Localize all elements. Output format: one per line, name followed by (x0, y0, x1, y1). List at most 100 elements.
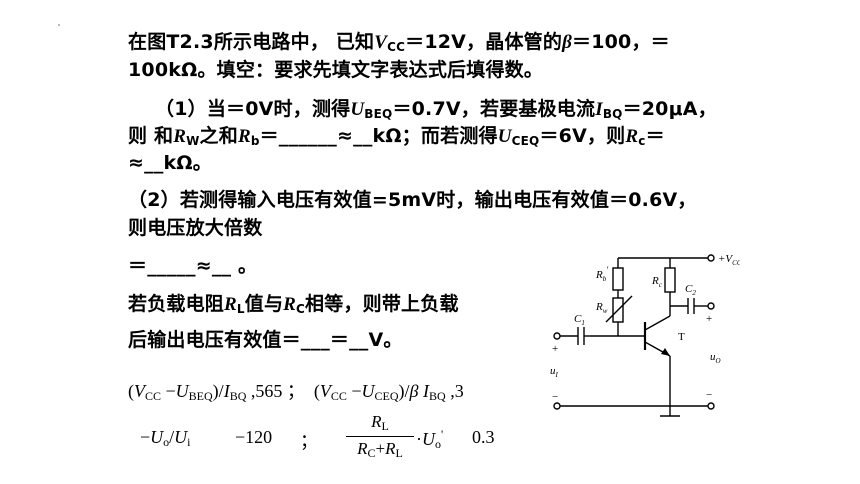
sym: / (169, 427, 175, 447)
text: 之和 (199, 125, 238, 147)
text: 若负载电阻 (128, 293, 225, 315)
transistor-collector (644, 315, 671, 331)
var-u: U (174, 427, 188, 447)
input-terminal-top (553, 332, 561, 340)
sub: BEQ (188, 389, 213, 403)
output-minus: − (706, 389, 712, 401)
label: +V (718, 253, 733, 265)
var-beta: β (409, 381, 419, 401)
output-terminal-bottom (707, 402, 715, 410)
value: ,3 (445, 381, 464, 401)
sym: ( (128, 381, 134, 401)
intro-line-1: 在图T2.3所示电路中， 已知VCC＝12V，晶体管的β＝100，＝ (128, 27, 670, 54)
var-r: R (385, 439, 396, 458)
q2-line-1: （2）若测得输入电压有效值=5mV时，输出电压有效值＝0.6V， (128, 189, 697, 211)
var-i: I (423, 381, 430, 401)
fraction-bar (346, 436, 414, 437)
q2-line-4: 若负载电阻RL值与RC相等，则带上负载 (128, 289, 459, 316)
label: u (710, 351, 716, 363)
label: C (574, 313, 582, 325)
sub: CC (330, 389, 347, 403)
sub: b (603, 275, 607, 283)
sym: ) (212, 381, 219, 401)
sym: − (346, 381, 362, 401)
label: R (595, 301, 603, 313)
answer-gain-value: −120 (235, 427, 273, 447)
q2-line-3: ＝_____≈__ 。 (128, 255, 258, 277)
var-r: R (173, 126, 187, 147)
uo-label: uO (710, 351, 721, 365)
text: ＝12V，晶体管的 (405, 31, 563, 53)
value: ,565 ； (246, 381, 305, 401)
sub: I (555, 371, 559, 379)
sub: CEQ (511, 134, 540, 148)
answer-output-value: 0.3 (472, 427, 495, 447)
sub: CC (732, 259, 740, 267)
sub: o (163, 435, 170, 449)
answer-separator: ； (300, 431, 318, 451)
rb-prime-label: Rb′ (595, 265, 609, 283)
answer-line-1: (VCC −UBEQ)/IBQ ,565 ； (VCC −UCEQ)/β IBQ… (128, 377, 464, 404)
sym: − (161, 381, 176, 401)
sym: · (416, 429, 422, 449)
q1-line-3: ≈__kΩ。 (128, 152, 212, 174)
var-v: V (319, 381, 331, 401)
fraction-numerator: RL (346, 412, 414, 434)
sub: o (435, 437, 441, 451)
prime: ' (441, 427, 444, 441)
rb-prime-resistor (612, 267, 624, 291)
sub: w (603, 307, 608, 315)
rc-resistor (664, 267, 676, 293)
sub: CEQ (374, 389, 399, 403)
label: u (550, 365, 556, 377)
var-r: R (224, 294, 237, 315)
var-u: U (350, 99, 365, 120)
rc-label: Rc (651, 275, 663, 289)
var-u: U (150, 427, 164, 447)
ui-label: uI (550, 365, 559, 379)
stray-dot (58, 24, 60, 26)
sub: b (250, 134, 260, 148)
rw-arrow (605, 295, 633, 323)
text: ＝0.7V，若要基极电流 (392, 98, 596, 120)
text: 则 和 (128, 125, 174, 147)
sub: W (186, 134, 200, 148)
sub: c (659, 281, 663, 289)
sym: − (140, 427, 151, 447)
c1-label: C1 (574, 313, 585, 327)
text: ＝______≈__kΩ；而若测得 (259, 125, 498, 147)
label: C (685, 283, 693, 295)
text: ＝100，＝ (572, 31, 670, 53)
sub: i (187, 435, 191, 449)
sub: O (716, 357, 721, 365)
sub: L (381, 419, 389, 433)
q1-line-1: （1）当＝0V时，测得UBEQ＝0.7V，若要基极电流IBQ＝20μA， (155, 94, 717, 121)
var-i: I (223, 381, 230, 401)
var-r: R (625, 126, 639, 147)
text: 在图T2.3所示电路中， 已知 (128, 31, 375, 53)
text: ＝ (645, 125, 665, 147)
load-fraction: RL RC+RL (346, 412, 414, 461)
sym: / (404, 381, 410, 401)
answer-line-2: −Uo/Ui (140, 427, 191, 450)
sub: BQ (602, 107, 623, 121)
sub: CC (145, 389, 162, 403)
var-u: U (497, 126, 512, 147)
vcc-terminal (707, 254, 715, 262)
vcc-label: +VCC (718, 253, 740, 267)
output-plus: + (706, 313, 712, 325)
var-r: R (237, 126, 251, 147)
text: ＝20μA， (622, 98, 717, 120)
output-terminal-top (707, 302, 715, 310)
sub: C (296, 302, 306, 316)
var-v: V (374, 32, 388, 53)
sub: CC (387, 40, 406, 54)
var-beta: β (562, 32, 573, 53)
emitter-arrow-icon (661, 348, 670, 356)
sub: c (638, 134, 646, 148)
var-u: U (422, 429, 435, 449)
q2-line-2: 则电压放大倍数 (128, 217, 263, 239)
sub: C (367, 446, 376, 460)
label: R (595, 269, 603, 281)
text: 值与 (244, 293, 284, 315)
